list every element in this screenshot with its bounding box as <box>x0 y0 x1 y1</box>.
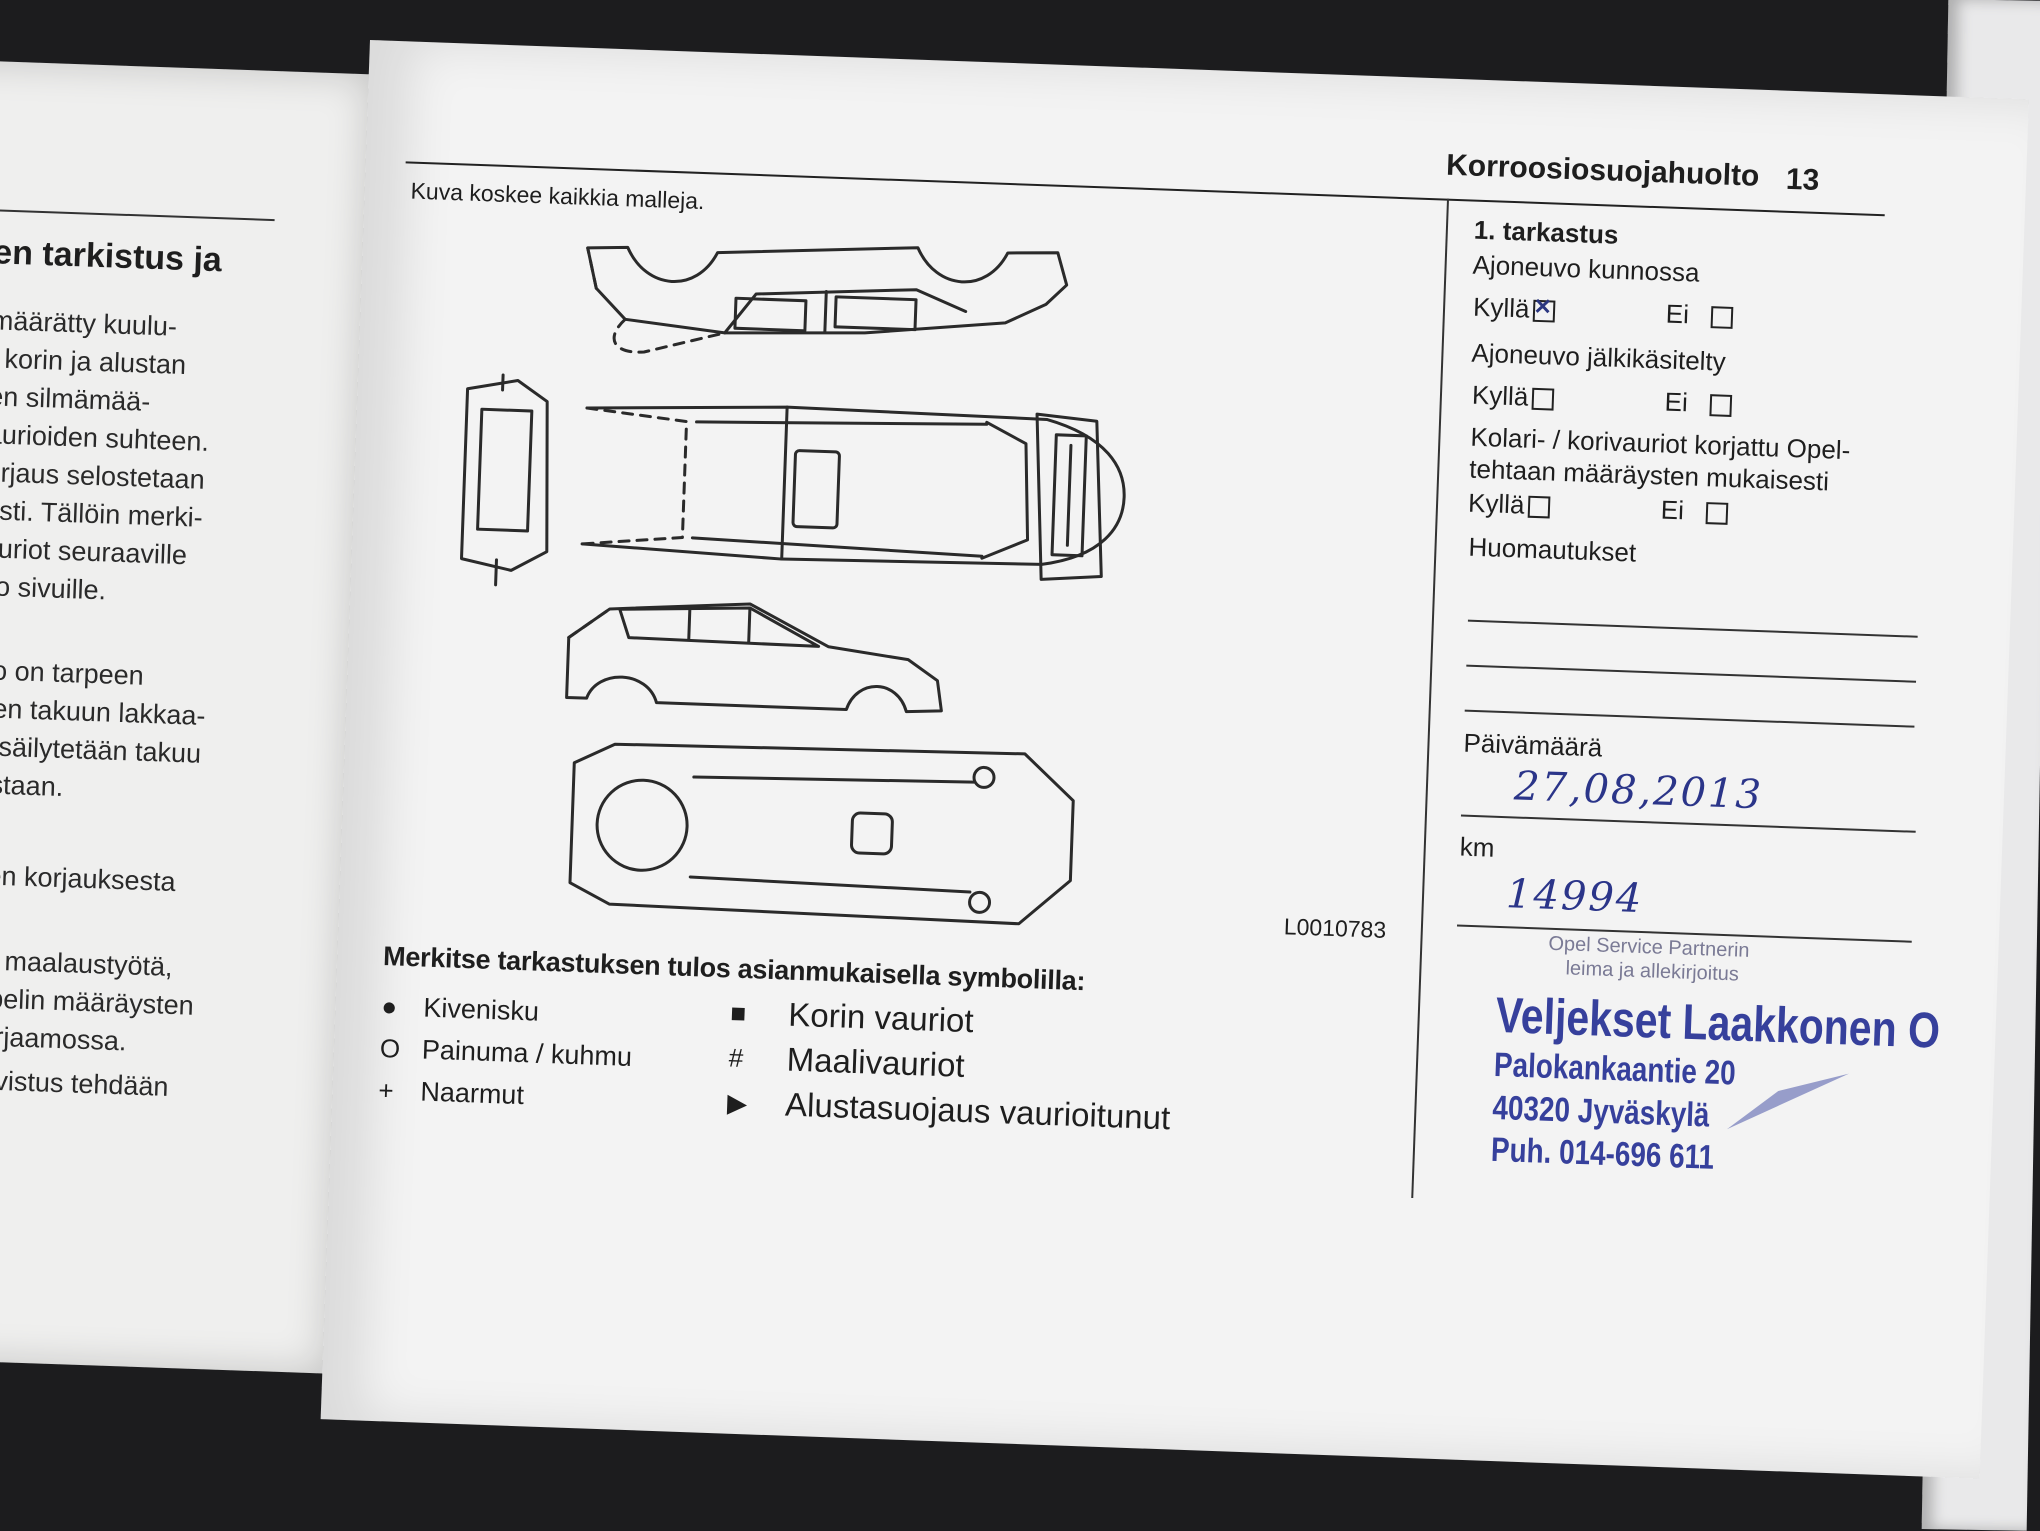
yes-checkbox[interactable] <box>1528 495 1551 519</box>
yes-label: Kyllä <box>1467 487 1526 520</box>
plus-symbol-icon: + <box>377 1074 395 1106</box>
no-checkbox[interactable] <box>1705 502 1729 525</box>
square-symbol-icon: ■ <box>729 997 747 1028</box>
legend-item-kivenisku: ● Kivenisku <box>381 991 540 1028</box>
no-label: Ei <box>1660 494 1685 526</box>
text-line: den korjauksesta <box>0 859 177 898</box>
legend-label: Maalivauriot <box>786 1040 966 1084</box>
partner-caption-line-2: leima ja allekirjoitus <box>1565 957 1740 986</box>
legend-item-maalivauriot: # Maalivauriot <box>728 1038 965 1084</box>
signature-mark <box>1726 1073 1849 1130</box>
text-line: Opelin määräysten <box>0 982 195 1021</box>
legend-label: Naarmut <box>419 1076 525 1111</box>
question-aftertreatment: Ajoneuvo jälkikäsitelty <box>1470 337 1727 377</box>
stamp-street: Palokankaantie 20 <box>1493 1045 1737 1093</box>
legend-label: Painuma / kuhmu <box>421 1034 633 1073</box>
left-paragraph-2: lto on tarpeen den takuun lakkaa- a säil… <box>0 651 207 811</box>
no-checkbox[interactable] <box>1709 394 1733 418</box>
car-top-view <box>580 405 1126 566</box>
no-checkbox[interactable] <box>1710 306 1734 330</box>
page-number: 13 <box>1785 162 1820 197</box>
car-side-view <box>565 602 943 714</box>
notes-line-1[interactable] <box>1467 619 1918 638</box>
yes-checkbox[interactable] <box>1533 299 1556 323</box>
date-handwritten: 27,08,2013 <box>1513 763 1764 819</box>
yes-label: Kyllä <box>1472 291 1531 324</box>
legend-item-painuma: O Painuma / kuhmu <box>379 1033 632 1073</box>
text-line: n. <box>0 894 175 939</box>
car-front-view <box>1035 412 1103 581</box>
no-label: Ei <box>1665 298 1690 330</box>
dot-symbol-icon: ● <box>380 991 398 1022</box>
km-label: km <box>1459 831 1496 863</box>
km-handwritten: 14994 <box>1505 871 1645 923</box>
notes-line-3[interactable] <box>1464 709 1915 728</box>
legend-label: Alustasuojaus vaurioitunut <box>784 1085 1171 1137</box>
right-page: Korroosiosuojahuolto 13 Kuva koskee kaik… <box>320 40 2029 1479</box>
yes-checkbox[interactable] <box>1531 387 1555 411</box>
left-paragraph-4: tai maalaustyötä, Opelin määräysten korj… <box>0 941 196 1063</box>
stamp-city: 40320 Jyväskylä <box>1491 1088 1711 1135</box>
legend-item-korin-vauriot: ■ Korin vauriot <box>730 994 974 1041</box>
left-paragraph-5: ahvistus tehdään <box>0 1061 169 1106</box>
left-page-rule <box>0 207 275 222</box>
legend-label: Kivenisku <box>422 992 540 1027</box>
figure-code: L0010783 <box>1283 913 1387 943</box>
legend-label: Korin vauriot <box>787 995 975 1040</box>
text-line: tai maalaustyötä, <box>0 945 174 982</box>
answer-row-collision: Kyllä Ei <box>1468 488 1729 528</box>
no-label: Ei <box>1664 386 1689 418</box>
legend-item-naarmut: + Naarmut <box>378 1075 525 1111</box>
car-underbody-view <box>568 742 1075 926</box>
legend-item-alustasuojaus: ▶ Alustasuojaus vaurioitunut <box>727 1083 1171 1137</box>
notes-label: Huomautukset <box>1468 531 1637 568</box>
date-label: Päivämäärä <box>1463 727 1603 763</box>
notes-line-2[interactable] <box>1466 664 1917 683</box>
date-line[interactable] <box>1460 814 1916 833</box>
text-line: lto sivuille. <box>0 571 107 606</box>
text-line: ahvistus tehdään <box>0 1064 169 1102</box>
car-rear-view <box>460 373 549 587</box>
circle-symbol-icon: O <box>379 1033 401 1064</box>
car-inspection-diagram <box>460 245 1126 926</box>
left-page-heading: en tarkistus ja <box>0 233 223 280</box>
yes-label: Kyllä <box>1471 379 1529 412</box>
triangle-symbol-icon: ▶ <box>726 1086 748 1118</box>
question-condition: Ajoneuvo kunnossa <box>1472 249 1701 288</box>
answer-row-condition: Kyllä Ei <box>1473 292 1734 332</box>
stamp-phone: Puh. 014-696 611 <box>1490 1130 1715 1177</box>
section-title: Korroosiosuojahuolto <box>1445 148 1760 193</box>
answer-row-aftertreatment: Kyllä Ei <box>1471 379 1733 420</box>
car-side-view-inverted <box>586 245 1069 354</box>
left-paragraph-1: määrätty kuulu- , korin ja alustan en si… <box>0 301 214 613</box>
left-paragraph-3: den korjauksesta n. <box>0 856 176 939</box>
form-title: 1. tarkastus <box>1473 214 1619 250</box>
form-divider <box>1411 198 1450 1199</box>
hash-symbol-icon: # <box>728 1041 744 1073</box>
